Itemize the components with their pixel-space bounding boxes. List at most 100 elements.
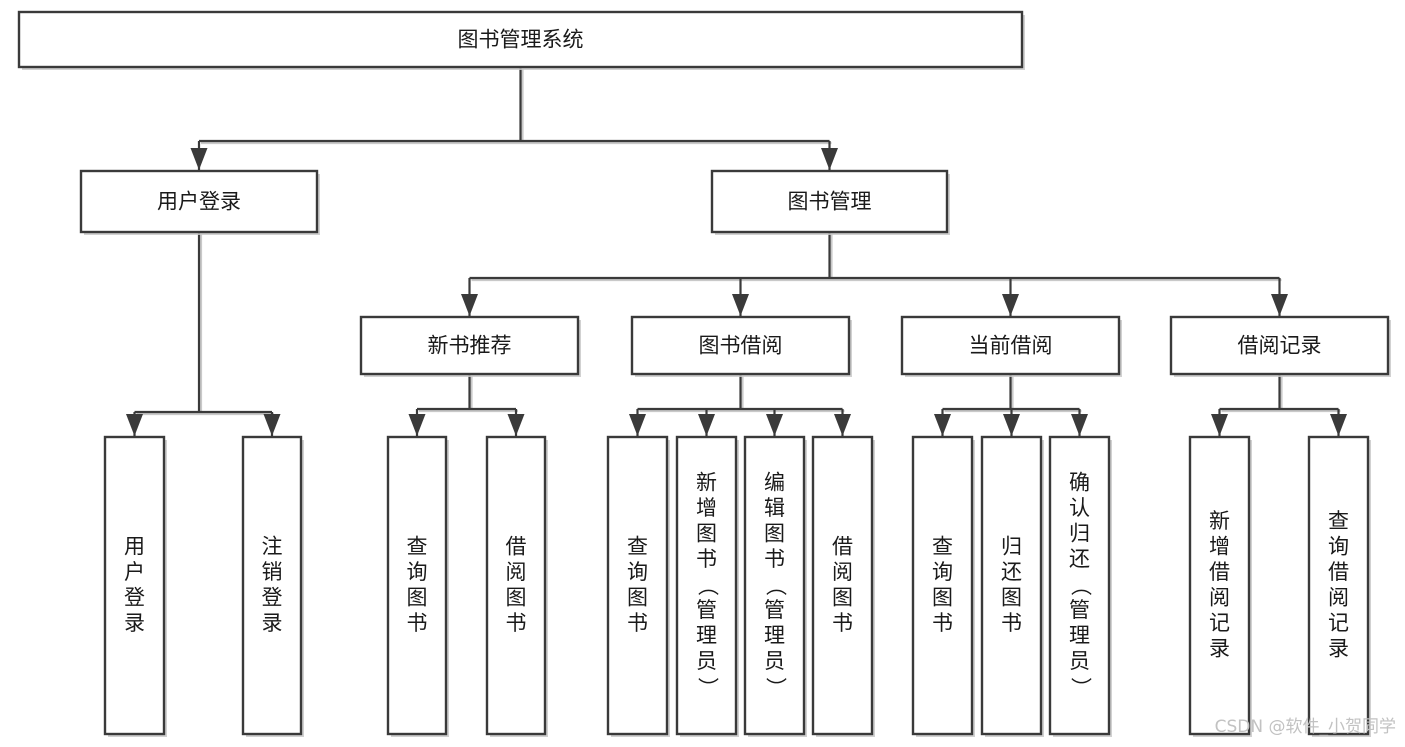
node-layer: 图书管理系统用户登录图书管理新书推荐图书借阅当前借阅借阅记录用户登录注销登录查询…	[17, 10, 1391, 737]
node-label-char: 理	[696, 624, 717, 648]
node-label-char: 借	[1209, 560, 1230, 584]
node-box	[911, 435, 974, 736]
node-label-char: 图	[932, 585, 953, 609]
node-box	[485, 435, 547, 736]
node-box	[900, 315, 1121, 376]
node-label-char: 还	[1069, 547, 1090, 571]
node-label: 图书管理	[788, 190, 872, 214]
node-box	[675, 435, 738, 736]
arrow-head	[126, 414, 143, 436]
node-label-char: 管	[1069, 598, 1090, 622]
node-label-char: 登	[262, 585, 283, 609]
node-label-char: 用	[124, 534, 145, 558]
node-label-char: 注	[262, 534, 283, 558]
node-box	[710, 169, 949, 234]
node-label-char: 询	[627, 560, 648, 584]
connector-layer	[126, 67, 1347, 436]
node-label-char: 图	[696, 522, 717, 546]
node-label-char: 员	[764, 649, 785, 673]
node-label-char: （	[696, 575, 720, 596]
node-label-char: 员	[696, 649, 717, 673]
node-label-char: （	[1069, 575, 1093, 596]
node-leaf-user-login[interactable]: 用户登录	[103, 435, 167, 737]
node-label-char: 查	[627, 534, 648, 558]
arrow-head	[934, 414, 951, 436]
node-label-char: 记	[1209, 611, 1230, 635]
node-label-char: 编	[764, 471, 785, 495]
node-label-char: 书	[832, 611, 853, 635]
node-box	[1188, 435, 1251, 736]
node-label-char: 借	[832, 534, 853, 558]
node-label-char: 阅	[1209, 585, 1230, 609]
node-label-char: 图	[764, 522, 785, 546]
node-label-char: 书	[764, 547, 785, 571]
node-label-char: 询	[1328, 534, 1349, 558]
node-label-char: 查	[407, 534, 428, 558]
arrow-head	[834, 414, 851, 436]
node-label: 图书管理系统	[458, 28, 584, 52]
arrow-head	[1071, 414, 1088, 436]
arrow-head	[408, 414, 426, 436]
node-label-char: 书	[506, 611, 527, 635]
node-label-char: 图	[506, 585, 527, 609]
node-label: 用户登录	[157, 190, 241, 214]
node-label-char: 还	[1001, 560, 1022, 584]
node-label-char: 书	[1001, 611, 1022, 635]
node-label-char: 询	[932, 560, 953, 584]
node-label-char: ）	[1069, 677, 1093, 698]
node-label-char: 图	[407, 585, 428, 609]
node-book-manage[interactable]: 图书管理	[710, 169, 950, 235]
arrow-head	[629, 414, 646, 436]
arrow-head	[507, 414, 525, 436]
node-label-char: 录	[1328, 636, 1349, 660]
node-label-char: ）	[764, 677, 788, 698]
node-label-char: 新	[696, 471, 717, 495]
node-label-char: 图	[627, 585, 648, 609]
node-label-char: 新	[1209, 509, 1230, 533]
node-label-char: 录	[1209, 636, 1230, 660]
node-label-char: 增	[1209, 534, 1230, 558]
arrow-head	[732, 294, 749, 316]
arrow-head	[1330, 414, 1347, 436]
node-box	[606, 435, 669, 736]
node-box	[17, 10, 1024, 69]
node-label-char: 书	[932, 611, 953, 635]
node-label-char: 借	[506, 534, 527, 558]
node-box	[1048, 435, 1111, 736]
arrow-head	[766, 414, 783, 436]
node-new-book-rec[interactable]: 新书推荐	[359, 315, 581, 377]
node-label-char: 员	[1069, 649, 1090, 673]
node-label-char: 确	[1069, 471, 1090, 495]
node-box	[980, 435, 1043, 736]
node-label-char: 阅	[1328, 585, 1349, 609]
arrow-head	[190, 148, 208, 170]
node-label: 新书推荐	[428, 334, 512, 358]
node-label-char: 归	[1069, 522, 1090, 546]
node-box	[359, 315, 580, 376]
node-book-borrow[interactable]: 图书借阅	[630, 315, 852, 377]
node-label-char: ）	[696, 677, 720, 698]
node-root[interactable]: 图书管理系统	[17, 10, 1025, 70]
node-label: 当前借阅	[969, 334, 1053, 358]
node-borrow-record[interactable]: 借阅记录	[1169, 315, 1391, 377]
node-label-char: 记	[1328, 611, 1349, 635]
node-box	[1307, 435, 1370, 736]
node-user-login[interactable]: 用户登录	[79, 169, 320, 235]
node-label-char: 书	[696, 547, 717, 571]
node-label-char: 图	[832, 585, 853, 609]
node-current-borrow[interactable]: 当前借阅	[900, 315, 1122, 377]
